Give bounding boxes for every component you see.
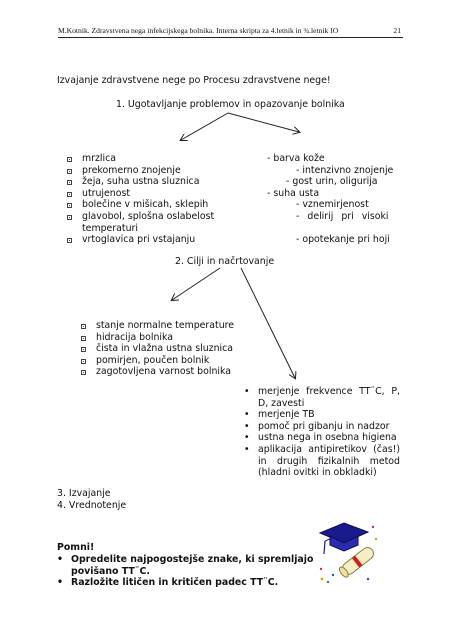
list-item: - opotekanje pri hoji: [296, 234, 390, 246]
list-item: merjenje TB: [244, 409, 400, 421]
header-title: M.Kotnik. Zdravstvena nega infekcijskega…: [58, 26, 339, 35]
graduation-cap-diploma-icon: [318, 522, 378, 584]
list-item-continuation: temperaturi: [82, 222, 138, 234]
checkbox-bullet-icon: [67, 214, 72, 220]
problems-left-list: mrzlica prekomerno znojenje žeja, suha u…: [67, 153, 214, 246]
checkbox-bullet-icon: [81, 347, 86, 353]
list-item: prekomerno znojenje: [67, 165, 214, 177]
interventions-list: merjenje frekvence TT¨C, P, D, zavesti m…: [244, 386, 400, 479]
list-item: - suha usta: [267, 187, 320, 199]
intro-heading: Izvajanje zdravstvene nege po Procesu zd…: [57, 75, 331, 86]
page-number: 21: [393, 26, 401, 35]
problems-right-list: - barva kože - intenzivno znojenje - gos…: [267, 153, 393, 246]
checkbox-bullet-icon: [67, 180, 72, 186]
checkbox-bullet-icon: [81, 358, 86, 364]
list-item: - vznemirjenost: [296, 199, 369, 211]
checkbox-bullet-icon: [67, 168, 72, 174]
step1-heading: 1. Ugotavljanje problemov in opazovanje …: [116, 99, 345, 110]
list-item: - intenzivno znojenje: [296, 164, 394, 176]
list-item: aplikacija antipiretikov (čas!) in drugi…: [244, 444, 400, 479]
list-item: mrzlica: [67, 153, 214, 165]
step2-heading: 2. Cilji in načrtovanje: [175, 256, 275, 267]
pomni-title: Pomni!: [57, 542, 95, 553]
list-item: čista in vlažna ustna sluznica: [81, 343, 234, 355]
list-item: zagotovljena varnost bolnika: [81, 366, 234, 378]
list-item: glavobol, splošna oslabelost: [67, 211, 214, 223]
list-item: utrujenost: [67, 188, 214, 200]
checkbox-bullet-icon: [67, 203, 72, 209]
list-item: žeja, suha ustna sluznica: [67, 176, 214, 188]
list-item: Opredelite najpogostejše znake, ki sprem…: [57, 554, 317, 577]
list-item: - delirij pri visoki: [296, 210, 389, 222]
list-item: Razložite litičen in kritičen padec TT¨C…: [57, 577, 317, 589]
list-item: pomirjen, poučen bolnik: [81, 355, 234, 367]
arrow-step2-right: [240, 267, 295, 378]
step4-heading: 4. Vrednotenje: [57, 500, 127, 511]
goals-list: stanje normalne temperature hidracija bo…: [81, 320, 234, 378]
page-header: M.Kotnik. Zdravstvena nega infekcijskega…: [58, 24, 403, 38]
checkbox-bullet-icon: [67, 157, 72, 162]
arrow-step1-right: [227, 112, 299, 132]
list-item: hidracija bolnika: [81, 332, 234, 344]
list-item: merjenje frekvence TT¨C, P, D, zavesti: [244, 386, 400, 409]
list-item: - barva kože: [267, 153, 325, 164]
step3-heading: 3. Izvajanje: [57, 488, 111, 499]
arrow-step1-left: [181, 112, 229, 140]
list-item: pomoč pri gibanju in nadzor: [244, 421, 400, 433]
checkbox-bullet-icon: [81, 335, 86, 341]
arrow-step2-left: [172, 267, 221, 300]
list-item: - gost urin, oligurija: [286, 176, 378, 188]
pomni-list: Opredelite najpogostejše znake, ki sprem…: [57, 554, 317, 589]
list-item: ustna nega in osebna higiena: [244, 432, 400, 444]
list-item: bolečine v mišicah, sklepih: [67, 199, 214, 211]
checkbox-bullet-icon: [67, 191, 72, 197]
checkbox-bullet-icon: [81, 324, 86, 329]
list-item: stanje normalne temperature: [81, 320, 234, 332]
list-item: vrtoglavica pri vstajanju: [67, 234, 214, 246]
checkbox-bullet-icon: [81, 370, 86, 376]
checkbox-bullet-icon: [67, 238, 72, 244]
